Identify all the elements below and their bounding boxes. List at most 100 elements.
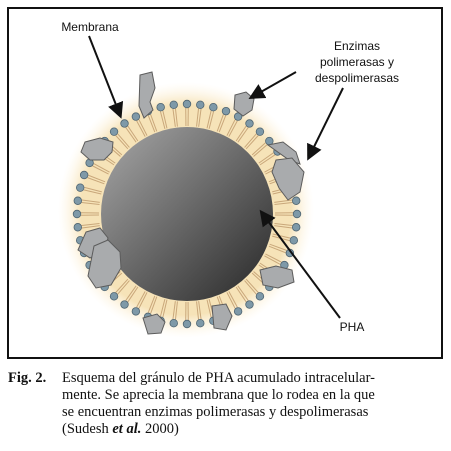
lipid-head (120, 119, 129, 128)
lipid-head (209, 102, 218, 112)
enzyme-shape (142, 313, 166, 335)
lipid-tail (206, 299, 212, 318)
lipid-head (233, 307, 243, 316)
caption-line: Esquema del gránulo de PHA acumulado int… (62, 370, 375, 386)
lipid-tail (208, 111, 215, 129)
lipid-tail (174, 301, 178, 320)
enzyme-shape (80, 137, 114, 161)
lipid-tail (162, 110, 168, 129)
enzyme-shape (271, 157, 305, 201)
lipid-tail (235, 286, 247, 303)
lipid-tail (81, 225, 100, 229)
lipid-tail (265, 253, 282, 263)
lipid-head (75, 183, 85, 192)
lipid-head (73, 196, 83, 205)
lipid-tail (127, 286, 139, 303)
lipid-tail (274, 223, 293, 227)
lipid-tail (81, 201, 100, 205)
lipid-tail (83, 189, 102, 195)
lipid-tail (196, 108, 200, 127)
lipid-head (292, 209, 302, 219)
lipid-head (169, 318, 178, 328)
lipid-tail (150, 296, 158, 314)
lipid-head (169, 100, 178, 110)
lipid-head (131, 112, 141, 121)
lipid-tail (274, 225, 293, 229)
lipid-head (109, 127, 119, 136)
lipid-tail (235, 125, 247, 142)
arrow-pha (259, 209, 341, 319)
lipid-tail (147, 295, 156, 313)
lipid-tail (84, 186, 102, 193)
caption-line: (Sudesh et al. 2000) (62, 421, 440, 438)
lipid-tail (87, 177, 105, 185)
lipid-tail (259, 154, 276, 166)
lipid-head (109, 292, 119, 301)
arrow-enzymes-right (307, 87, 344, 161)
lipid-head (72, 209, 82, 219)
lipid-tail (198, 301, 202, 320)
lipid-head (245, 119, 254, 128)
lipid-tail (245, 278, 259, 293)
lipid-head (196, 318, 205, 328)
enzyme-shape (87, 239, 122, 289)
enzyme-shape (259, 265, 295, 289)
lipid-tail (274, 199, 293, 203)
lipid-tail (115, 278, 129, 293)
lipid-tail (81, 199, 100, 203)
lipid-tail (237, 127, 249, 143)
arrow-enzymes-top (248, 71, 297, 99)
lipid-tail (206, 110, 212, 129)
enzymes (77, 71, 305, 335)
lipid-tail (226, 119, 236, 136)
lipid-tail (162, 299, 168, 318)
lipid-head (291, 196, 301, 205)
lipid-tail (172, 108, 176, 127)
lipid-tail (81, 223, 100, 227)
lipid-tail (125, 285, 137, 301)
lipid-tail (198, 108, 202, 127)
lipid-head (291, 223, 301, 232)
lipid-tail (244, 280, 257, 295)
lipid-tail (93, 163, 110, 173)
lipid-tail (226, 292, 236, 309)
lipid-head (156, 102, 165, 112)
lipid-head (79, 170, 89, 180)
lipid-tail (253, 144, 268, 157)
lipid-tail (174, 108, 178, 127)
lipid-tail (274, 201, 293, 205)
pointer-arrows (88, 35, 344, 319)
caption-label: Fig. 2. (8, 370, 47, 386)
lipid-tail (244, 133, 257, 148)
label-enzymes-line3: despolimerasas (315, 71, 399, 85)
lipid-tail (136, 120, 146, 137)
lipid-tail (251, 142, 266, 156)
lipid-tail (268, 245, 286, 254)
caption-text: Esquema del gránulo de PHA acumulado int… (62, 370, 440, 438)
label-membrane: Membrana (61, 20, 119, 34)
lipid-tail (228, 120, 238, 137)
lipid-head (196, 100, 205, 110)
lipid-tail (272, 233, 291, 239)
lipid-tail (245, 135, 259, 150)
lipid-tail (88, 174, 106, 183)
lipid-head (182, 319, 192, 329)
label-pha: PHA (340, 320, 365, 334)
lipid-head (182, 99, 192, 109)
lipid-tail (159, 111, 166, 129)
lipid-tail (150, 114, 158, 132)
lipid-tail (117, 133, 130, 148)
lipid-tail (269, 243, 287, 251)
lipid-head (289, 236, 299, 245)
lipid-tail (264, 255, 281, 265)
lipid-tail (117, 280, 130, 295)
lipid-tail (147, 115, 156, 133)
lipid-tail (196, 301, 200, 320)
lipid-head (245, 300, 254, 309)
lipid-tail (172, 301, 176, 320)
enzyme-shape (211, 303, 233, 331)
lipid-head (131, 307, 141, 316)
membrane-lipid-tails (81, 108, 293, 320)
pha-core (101, 127, 273, 301)
